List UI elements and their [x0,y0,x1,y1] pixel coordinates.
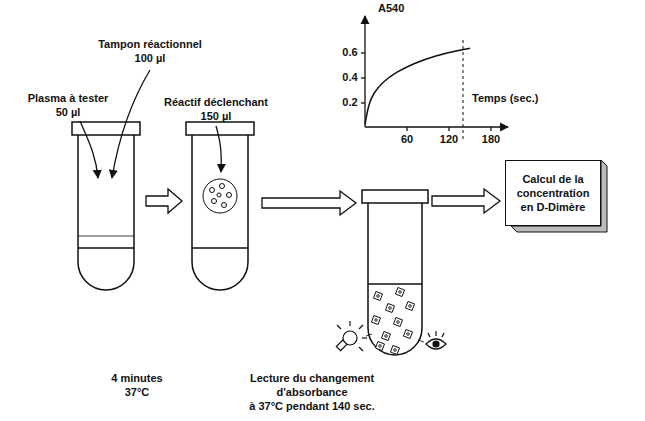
test-tube [186,122,254,135]
latex-particle [372,288,415,355]
reagent-drop [227,193,232,198]
label: Tampon réactionnel [98,38,202,51]
latex-particle [376,342,385,351]
label: d'absorbance [276,386,347,399]
test-tube [186,122,254,290]
reagent-drop [220,184,225,189]
latex-particle [404,330,413,339]
pipette-arrow [80,70,150,178]
latex-particle [389,307,392,310]
latex-particle [394,349,397,352]
chart-axes [448,127,449,131]
eye [433,341,439,347]
axis-tick-label: 0.6 [342,46,357,59]
chart-axes [490,127,491,131]
process-arrow [432,189,500,213]
reagent-drop [210,188,215,193]
axis-tick-label: 0.4 [342,71,357,84]
process-arrow [146,189,182,213]
latex-particle [374,292,383,301]
process-arrow [262,191,356,215]
test-tube [368,283,422,285]
latex-particle [377,295,380,298]
test-tube [78,247,134,249]
light-source [359,347,363,351]
pipette-arrow [80,121,98,178]
reagent-drop [217,193,221,197]
test-tube [78,134,134,290]
latex-particle [385,335,388,338]
light-source [349,321,350,326]
light-ray [366,334,424,342]
dashed-marker [463,40,464,140]
label: Réactif déclenchant [164,96,268,109]
pipette-arrow [112,70,150,178]
label: A540 [378,2,404,15]
chart-axes [361,16,508,131]
chart-axes [365,126,508,127]
light-source [359,325,363,329]
test-tube [368,202,422,355]
latex-particle [406,302,415,311]
pipette-arrow [216,126,221,172]
latex-particle [409,305,412,308]
box-text: Calcul de la concentration en D-Dimère [512,172,594,214]
reagent-drop [212,199,217,204]
chart-axes [361,52,365,53]
label: Plasma à tester [28,92,109,105]
test-tube [362,190,428,355]
light-ray [366,334,372,336]
latex-particle [399,291,402,294]
eye [426,339,446,349]
label: 150 µl [201,110,232,123]
test-tube [72,122,140,135]
label: Lecture du changement [250,372,374,385]
test-tube [362,190,428,203]
latex-particle [391,346,400,355]
test-tube [192,134,248,290]
reagent-drop [203,179,237,213]
axis-tick-label: 60 [401,133,413,146]
latex-particle [379,345,382,348]
latex-particle [397,321,400,324]
result-box: Calcul de la concentration en D-Dimère [505,160,601,226]
chart-axes [361,102,365,103]
latex-particle [407,333,410,336]
light-source [337,325,341,329]
eye [428,333,430,337]
axis-tick-label: 120 [440,133,458,146]
eye [442,333,444,337]
axis-tick-label: 0.2 [342,96,357,109]
test-tube [192,247,248,249]
eye [435,331,436,336]
label: 100 µl [135,52,166,65]
reagent-drop [222,203,227,208]
label: Temps (sec.) [472,92,538,105]
chart-axes [364,16,365,127]
chart-axes [406,127,407,131]
latex-particle [372,316,381,325]
test-tube [72,122,140,290]
latex-particle [382,332,391,341]
light-source [336,321,367,351]
label: 4 minutes [111,372,162,385]
axis-tick-label: 180 [482,133,500,146]
label: à 37°C pendant 140 sec. [249,400,374,413]
reagent-drop [203,179,237,213]
light-source [336,340,347,351]
latex-particle [375,319,378,322]
latex-particle [394,318,403,327]
latex-particle [396,288,405,297]
light-ray [418,340,424,342]
chart-axes [361,77,365,78]
latex-particle [386,304,395,313]
label: 50 µl [56,106,81,119]
label: 37°C [125,386,150,399]
light-source [362,337,367,338]
eye [426,331,446,349]
absorbance-curve [365,48,470,124]
process-arrow [146,189,500,215]
test-tube [78,236,134,237]
